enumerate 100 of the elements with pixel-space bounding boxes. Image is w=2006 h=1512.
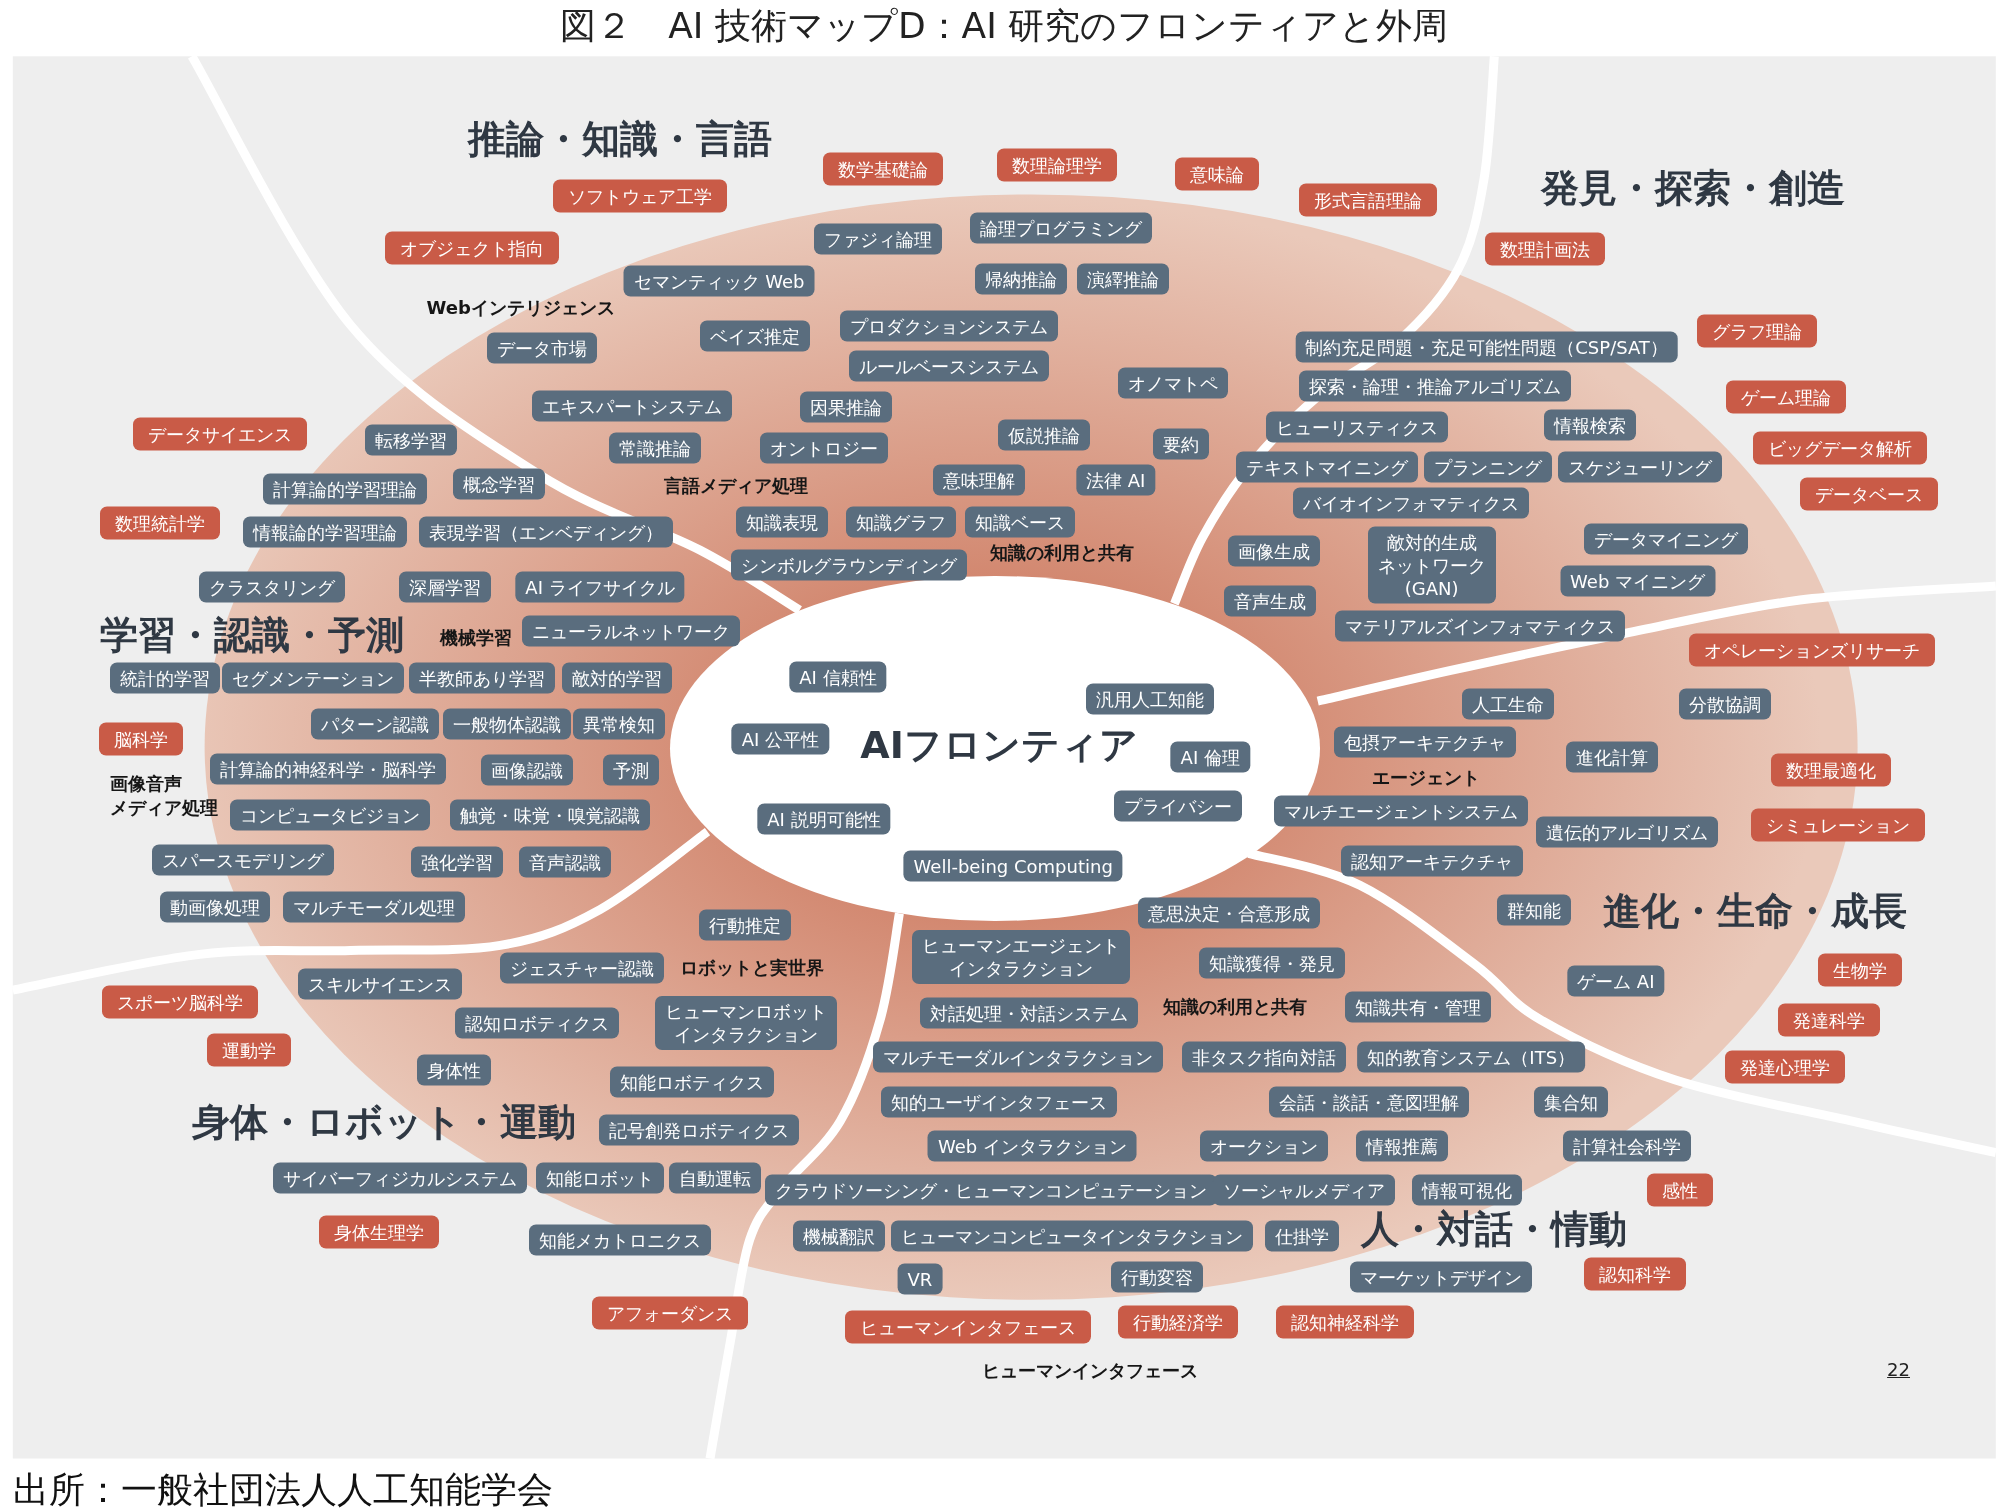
area-label: エージェント — [1372, 765, 1481, 790]
topic-tag: 制約充足問題・充足可能性問題（CSP/SAT） — [1295, 331, 1678, 363]
topic-tag: 予測 — [602, 754, 659, 786]
field-tag: 認知科学 — [1584, 1257, 1686, 1291]
topic-tag: 概念学習 — [452, 468, 545, 500]
topic-tag: マーケットデザイン — [1349, 1261, 1532, 1293]
topic-tag: 知的ユーザインタフェース — [881, 1086, 1118, 1117]
topic-tag: 進化計算 — [1565, 741, 1658, 773]
topic-tag: 知能ロボット — [536, 1162, 664, 1194]
field-tag: 発達心理学 — [1724, 1050, 1845, 1084]
topic-tag: スキルサイエンス — [297, 968, 462, 1000]
sector-heading: 推論・知識・言語 — [468, 116, 773, 163]
field-tag: ビッグデータ解析 — [1752, 431, 1927, 465]
topic-tag: バイオインフォマティクス — [1293, 487, 1530, 519]
topic-tag: 知能メカトロニクス — [529, 1224, 712, 1256]
topic-tag: マルチエージェントシステム — [1273, 795, 1528, 827]
topic-tag: 帰納推論 — [974, 263, 1067, 295]
topic-tag: データマイニング — [1583, 523, 1748, 555]
topic-tag: ヒューマンエージェントインタラクション — [911, 929, 1130, 984]
field-tag: 数理最適化 — [1770, 753, 1891, 787]
topic-tag: ベイズ推定 — [699, 320, 810, 352]
topic-tag: マルチモーダルインタラクション — [873, 1041, 1164, 1073]
topic-tag: Web インタラクション — [927, 1130, 1137, 1162]
topic-tag: 計算論的神経科学・脳科学 — [209, 753, 446, 785]
sector-heading: 発見・探索・創造 — [1540, 165, 1845, 212]
topic-tag: 動画像処理 — [159, 891, 270, 923]
topic-tag: 意味理解 — [932, 464, 1025, 496]
topic-tag: 敵対的生成ネットワーク(GAN) — [1367, 526, 1496, 604]
field-tag: ヒューマンインタフェース — [845, 1310, 1092, 1344]
topic-tag: ファジィ論理 — [813, 223, 942, 255]
topic-tag: 敵対的学習 — [561, 662, 672, 694]
topic-tag: 情報可視化 — [1412, 1174, 1523, 1206]
topic-tag: 深層学習 — [399, 571, 492, 603]
topic-tag: ヒューマンロボットインタラクション — [654, 996, 837, 1051]
field-tag: アフォーダンス — [592, 1296, 749, 1330]
topic-tag: 異常検知 — [573, 708, 666, 740]
field-tag: 数学基礎論 — [822, 152, 943, 186]
topic-tag: AI 倫理 — [1170, 741, 1250, 773]
field-tag: 運動学 — [207, 1033, 292, 1067]
topic-tag: ルールベースシステム — [849, 350, 1050, 382]
topic-tag: 画像認識 — [481, 754, 574, 786]
field-tag: グラフ理論 — [1696, 314, 1817, 348]
topic-tag: 知的教育システム（ITS） — [1357, 1041, 1586, 1073]
topic-tag: スパースモデリング — [152, 844, 335, 876]
field-tag: データベース — [1800, 477, 1939, 511]
field-tag: オブジェクト指向 — [385, 231, 560, 265]
topic-tag: 知識獲得・発見 — [1198, 947, 1345, 979]
topic-tag: 群知能 — [1496, 894, 1571, 926]
topic-tag: プロダクションシステム — [840, 310, 1059, 342]
topic-tag: パターン認識 — [310, 708, 439, 740]
field-tag: データサイエンス — [133, 417, 308, 451]
topic-tag: 人工生命 — [1462, 688, 1555, 720]
topic-tag: 知識表現 — [735, 506, 828, 538]
field-tag: ゲーム理論 — [1725, 380, 1846, 414]
topic-tag: AI 公平性 — [731, 723, 830, 755]
topic-tag: ソーシャルメディア — [1212, 1174, 1395, 1206]
topic-tag: ヒューマンコンピュータインタラクション — [891, 1220, 1254, 1252]
topic-tag: 遺伝的アルゴリズム — [1536, 816, 1719, 848]
topic-tag: 触覚・味覚・嗅覚認識 — [450, 799, 651, 831]
topic-tag: 表現学習（エンベディング） — [419, 516, 674, 548]
topic-tag: 因果推論 — [799, 391, 892, 423]
topic-tag: 知能ロボティクス — [610, 1066, 775, 1098]
topic-tag: AI 信頼性 — [789, 661, 887, 693]
area-label: ヒューマンインタフェース — [982, 1359, 1198, 1384]
field-tag: 感性 — [1646, 1173, 1713, 1207]
topic-tag: 仮説推論 — [997, 419, 1090, 451]
topic-tag: 統計的学習 — [110, 662, 221, 694]
topic-tag: 画像生成 — [1228, 535, 1321, 567]
topic-tag: ニューラルネットワーク — [521, 615, 740, 647]
topic-tag: 法律 AI — [1075, 464, 1156, 496]
topic-tag: データ市場 — [487, 332, 598, 364]
topic-tag: クラスタリング — [199, 571, 346, 603]
topic-tag: 音声認識 — [519, 846, 612, 878]
topic-tag: 一般物体認識 — [442, 708, 571, 740]
field-tag: 身体生理学 — [318, 1215, 439, 1249]
topic-tag: 分散協調 — [1678, 688, 1771, 720]
topic-tag: 機械翻訳 — [793, 1220, 886, 1252]
topic-tag: マルチモーダル処理 — [282, 891, 465, 923]
topic-tag: スケジューリング — [1558, 451, 1723, 483]
topic-tag: 意思決定・合意形成 — [1138, 897, 1321, 929]
topic-tag: オノマトペ — [1118, 367, 1229, 398]
field-tag: 脳科学 — [98, 722, 183, 756]
area-label: 知識の利用と共有 — [1162, 994, 1307, 1019]
field-tag: スポーツ脳科学 — [102, 985, 259, 1019]
topic-tag: VR — [897, 1263, 943, 1295]
topic-tag: 情報検索 — [1544, 409, 1637, 441]
sector-heading: 学習・認識・予測 — [100, 611, 404, 658]
area-label: Webインテリジェンス — [426, 296, 615, 321]
field-tag: ソフトウェア工学 — [552, 179, 727, 213]
topic-tag: エキスパートシステム — [532, 390, 732, 422]
field-tag: 数理統計学 — [99, 506, 220, 540]
topic-tag: AI ライフサイクル — [515, 571, 685, 603]
topic-tag: プランニング — [1423, 451, 1552, 483]
field-tag: シミュレーション — [1751, 808, 1926, 842]
topic-tag: シンボルグラウンディング — [731, 549, 968, 581]
topic-tag: 包摂アーキテクチャ — [1334, 726, 1517, 758]
topic-tag: Well-being Computing — [903, 850, 1123, 882]
field-tag: 行動経済学 — [1118, 1305, 1239, 1339]
topic-tag: 対話処理・対話システム — [919, 997, 1138, 1029]
figure-title: 図２ AI 技術マップD：AI 研究のフロンティアと外周 — [560, 3, 1449, 48]
